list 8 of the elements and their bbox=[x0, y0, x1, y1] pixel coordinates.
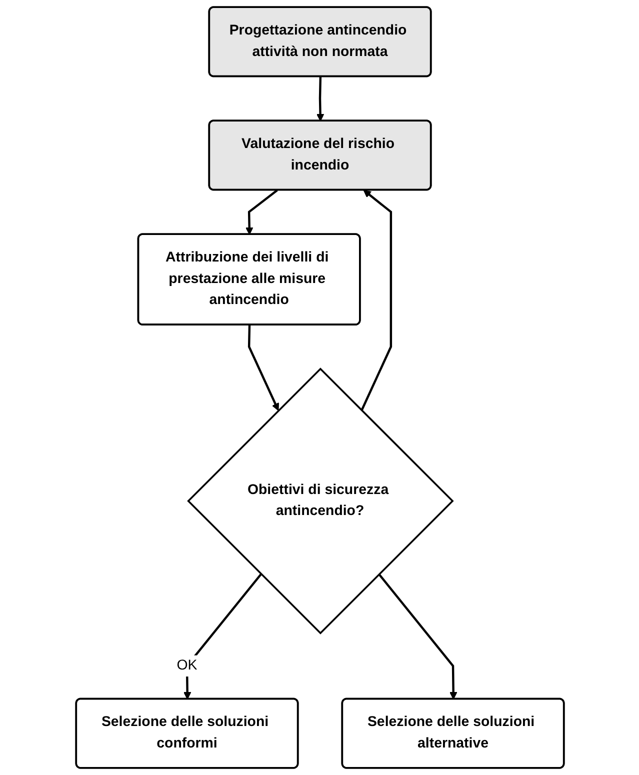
edge-label: OK bbox=[176, 658, 197, 674]
arrow bbox=[316, 76, 324, 122]
node-diamond: Obiettivi di sicurezza antincendio? bbox=[186, 368, 454, 634]
arrow bbox=[247, 324, 278, 411]
arrow bbox=[360, 190, 392, 411]
arrow bbox=[244, 189, 278, 235]
arrow bbox=[378, 573, 457, 700]
arrow bbox=[182, 573, 262, 700]
